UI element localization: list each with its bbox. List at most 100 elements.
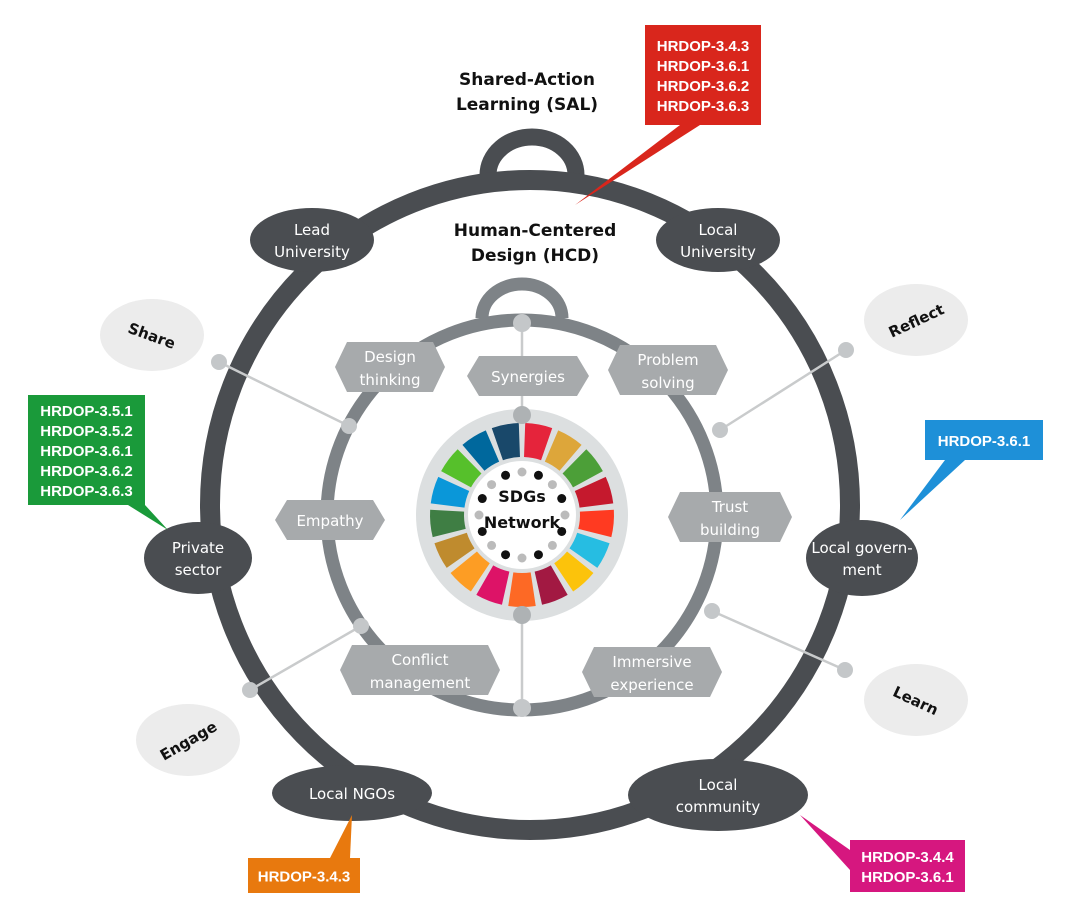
callout-code: HRDOP-3.4.3 [657, 38, 750, 55]
sdg-segment [441, 449, 482, 488]
callout-code: HRDOP-3.6.2 [40, 463, 133, 480]
titles: Shared-Action Learning (SAL) Human-Cente… [454, 70, 617, 266]
network-dot [533, 470, 543, 480]
sal-handle [479, 128, 585, 176]
stakeholder-local-ngos: Local NGOs [272, 765, 432, 821]
connector-dots [211, 314, 854, 717]
stakeholder-label: Lead [294, 221, 330, 239]
principle-synergies: Synergies [467, 356, 589, 396]
principle-design-thinking: Design thinking [335, 342, 445, 392]
callout-pointer [800, 815, 850, 870]
callout-code: HRDOP-3.6.2 [657, 78, 750, 95]
sal-title-line1: Shared-Action [459, 70, 595, 90]
principle-label: Design [364, 348, 416, 366]
principle-label: Conflict [392, 651, 449, 669]
stakeholder-label: University [274, 243, 350, 261]
sdg-segment [569, 532, 610, 568]
stakeholder-label: University [680, 243, 756, 261]
network-dot [533, 550, 543, 560]
sdg-segment [430, 509, 466, 538]
callout-pointer [900, 460, 965, 520]
callout-orange: HRDOP-3.4.3 [248, 815, 360, 893]
sdg-segment [462, 430, 500, 471]
principle-empathy: Empathy [275, 500, 385, 540]
sdg-segment [524, 423, 553, 461]
center-label-line1: SDGs [498, 487, 545, 506]
callout-code: HRDOP-3.5.1 [40, 403, 133, 420]
principle-label: Problem [637, 351, 698, 369]
network-dot [517, 553, 527, 563]
sdg-segment [450, 551, 490, 592]
callout-code: HRDOP-3.6.3 [657, 98, 750, 115]
principle-label: building [700, 521, 760, 539]
sdg-segment [562, 449, 603, 488]
action-engage: Engage [136, 704, 240, 776]
network-dot [557, 494, 567, 504]
sdg-segment [544, 430, 582, 471]
stakeholder-label: Local [699, 221, 738, 239]
network-dot [501, 470, 511, 480]
network-dot [557, 526, 567, 536]
principle-label: Trust [711, 498, 748, 516]
callout-code: HRDOP-3.6.1 [40, 443, 133, 460]
hcd-handle [475, 277, 569, 319]
sdg-segment [578, 509, 614, 538]
sdg-segment [508, 572, 536, 607]
network-dot [487, 540, 497, 550]
principle-label: thinking [360, 371, 421, 389]
network-dot [547, 480, 557, 490]
principle-label: Empathy [296, 512, 363, 530]
stakeholder-local-government: Local govern-ment [806, 520, 918, 596]
network-dot [547, 540, 557, 550]
network-dot [517, 467, 527, 477]
stakeholder-label: Private [172, 539, 224, 557]
hcd-title-line1: Human-Centered [454, 221, 617, 241]
stakeholder-label: sector [175, 561, 222, 579]
sdg-segment [554, 551, 594, 592]
callout-code: HRDOP-3.5.2 [40, 423, 133, 440]
callout-pointer [575, 125, 700, 205]
action-reflect: Reflect [864, 284, 968, 356]
center-label-line2: Network [484, 513, 561, 532]
callout-code: HRDOP-3.4.3 [258, 869, 351, 886]
callout-green: HRDOP-3.5.1HRDOP-3.5.2HRDOP-3.6.1HRDOP-3… [28, 395, 168, 530]
principle-label: Immersive [612, 653, 691, 671]
stakeholder-label: Local [699, 776, 738, 794]
network-dot [487, 480, 497, 490]
action-learn: Learn [864, 664, 968, 736]
callout-code: HRDOP-3.6.3 [40, 483, 133, 500]
network-dot [501, 550, 511, 560]
principle-label: experience [610, 676, 693, 694]
sdg-segment [534, 565, 568, 605]
stakeholder-label: Local NGOs [309, 785, 395, 803]
sdg-segment [574, 476, 614, 508]
hcd-title-line2: Design (HCD) [471, 246, 599, 266]
sdg-segment [476, 565, 510, 605]
principle-conflict-management: Conflict management [340, 645, 500, 695]
callout-code: HRDOP-3.4.4 [861, 849, 954, 866]
sdg-segment [491, 423, 520, 461]
network-dot [477, 526, 487, 536]
action-share: Share [100, 299, 204, 371]
callout-code: HRDOP-3.6.1 [657, 58, 750, 75]
callout-pointer [330, 815, 352, 858]
stakeholder-label: Local govern- [811, 539, 912, 557]
principle-trust-building: Trust building [668, 492, 792, 542]
connector-lines [218, 323, 847, 708]
callout-code: HRDOP-3.6.1 [938, 433, 1031, 450]
callout-pointer [128, 505, 168, 530]
sdgs-network-wheel: SDGs Network [416, 406, 628, 624]
sdg-segment [430, 476, 470, 508]
principle-label: management [370, 674, 471, 692]
outer-ring [200, 128, 860, 840]
principle-label: solving [641, 374, 694, 392]
network-dot [474, 510, 484, 520]
sal-title-line2: Learning (SAL) [456, 95, 598, 115]
stakeholder-label: ment [842, 561, 881, 579]
